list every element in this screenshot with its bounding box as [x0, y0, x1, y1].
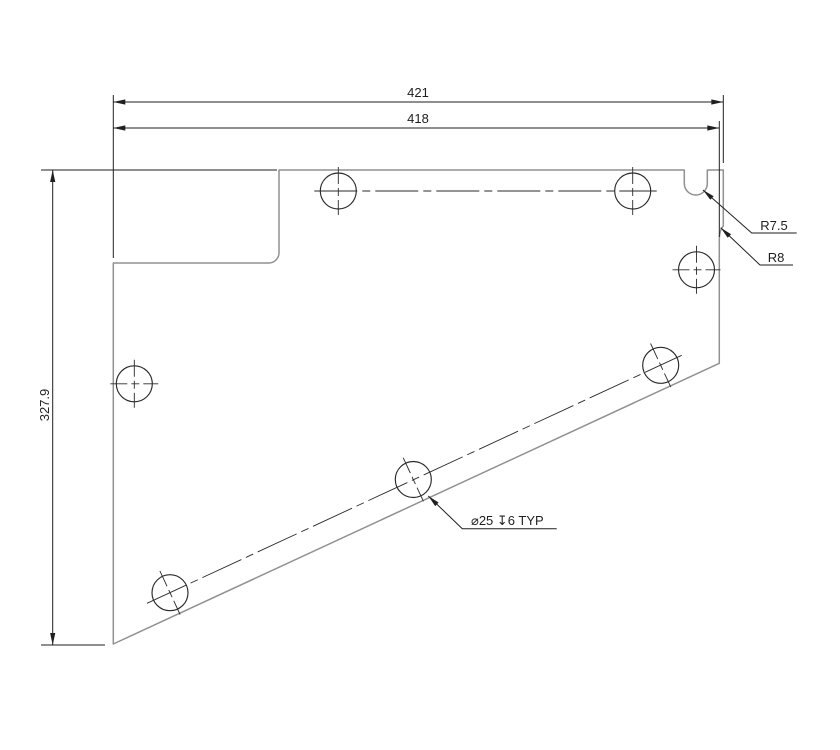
arrowhead-overall-width-right — [711, 99, 724, 105]
extension-lines-group — [41, 95, 724, 646]
leader-hole-note — [427, 495, 557, 530]
body-width-dimension-text: 418 — [407, 111, 429, 126]
leader-notch-radius — [702, 189, 797, 234]
arrowhead-body-width-right — [707, 125, 720, 131]
leader-lines-group — [427, 189, 797, 530]
center-mark-diagonal-lower-perp — [159, 570, 181, 615]
dimension-text-group: 421 418 327.9 R7.5 R8 ⌀25 ↧6 TYP — [37, 85, 788, 528]
overall-width-dimension-text: 421 — [407, 85, 429, 100]
centerline-diagonal — [146, 354, 682, 604]
center-mark-diagonal-middle-perp — [402, 457, 424, 502]
arrowhead-body-width-left — [113, 125, 126, 131]
arrowhead-height-top — [50, 170, 56, 182]
dimension-lines-group — [52, 101, 724, 645]
arrowhead-height-bottom — [50, 633, 56, 645]
height-dimension-text: 327.9 — [37, 389, 52, 422]
center-mark-diagonal-upper-perp — [650, 343, 672, 388]
centerlines-group — [110, 167, 721, 615]
arrowhead-hole-note — [428, 496, 439, 507]
arrowhead-notch-radius — [703, 190, 714, 200]
holes-group — [115, 172, 716, 612]
notch-radius-callout-text: R7.5 — [760, 218, 787, 233]
arrowhead-overall-width-left — [113, 99, 126, 105]
hole-circle-diagonal-upper — [642, 346, 680, 384]
hole-note-callout-text: ⌀25 ↧6 TYP — [471, 513, 544, 528]
hole-circle-diagonal-lower — [151, 574, 189, 612]
arrowhead-corner-radius — [720, 227, 732, 238]
corner-radius-callout-text: R8 — [768, 250, 785, 265]
leader-corner-radius — [720, 227, 793, 266]
hole-circle-diagonal-middle — [394, 460, 432, 499]
part-outline — [112, 169, 725, 645]
arrowheads-group — [50, 99, 732, 645]
